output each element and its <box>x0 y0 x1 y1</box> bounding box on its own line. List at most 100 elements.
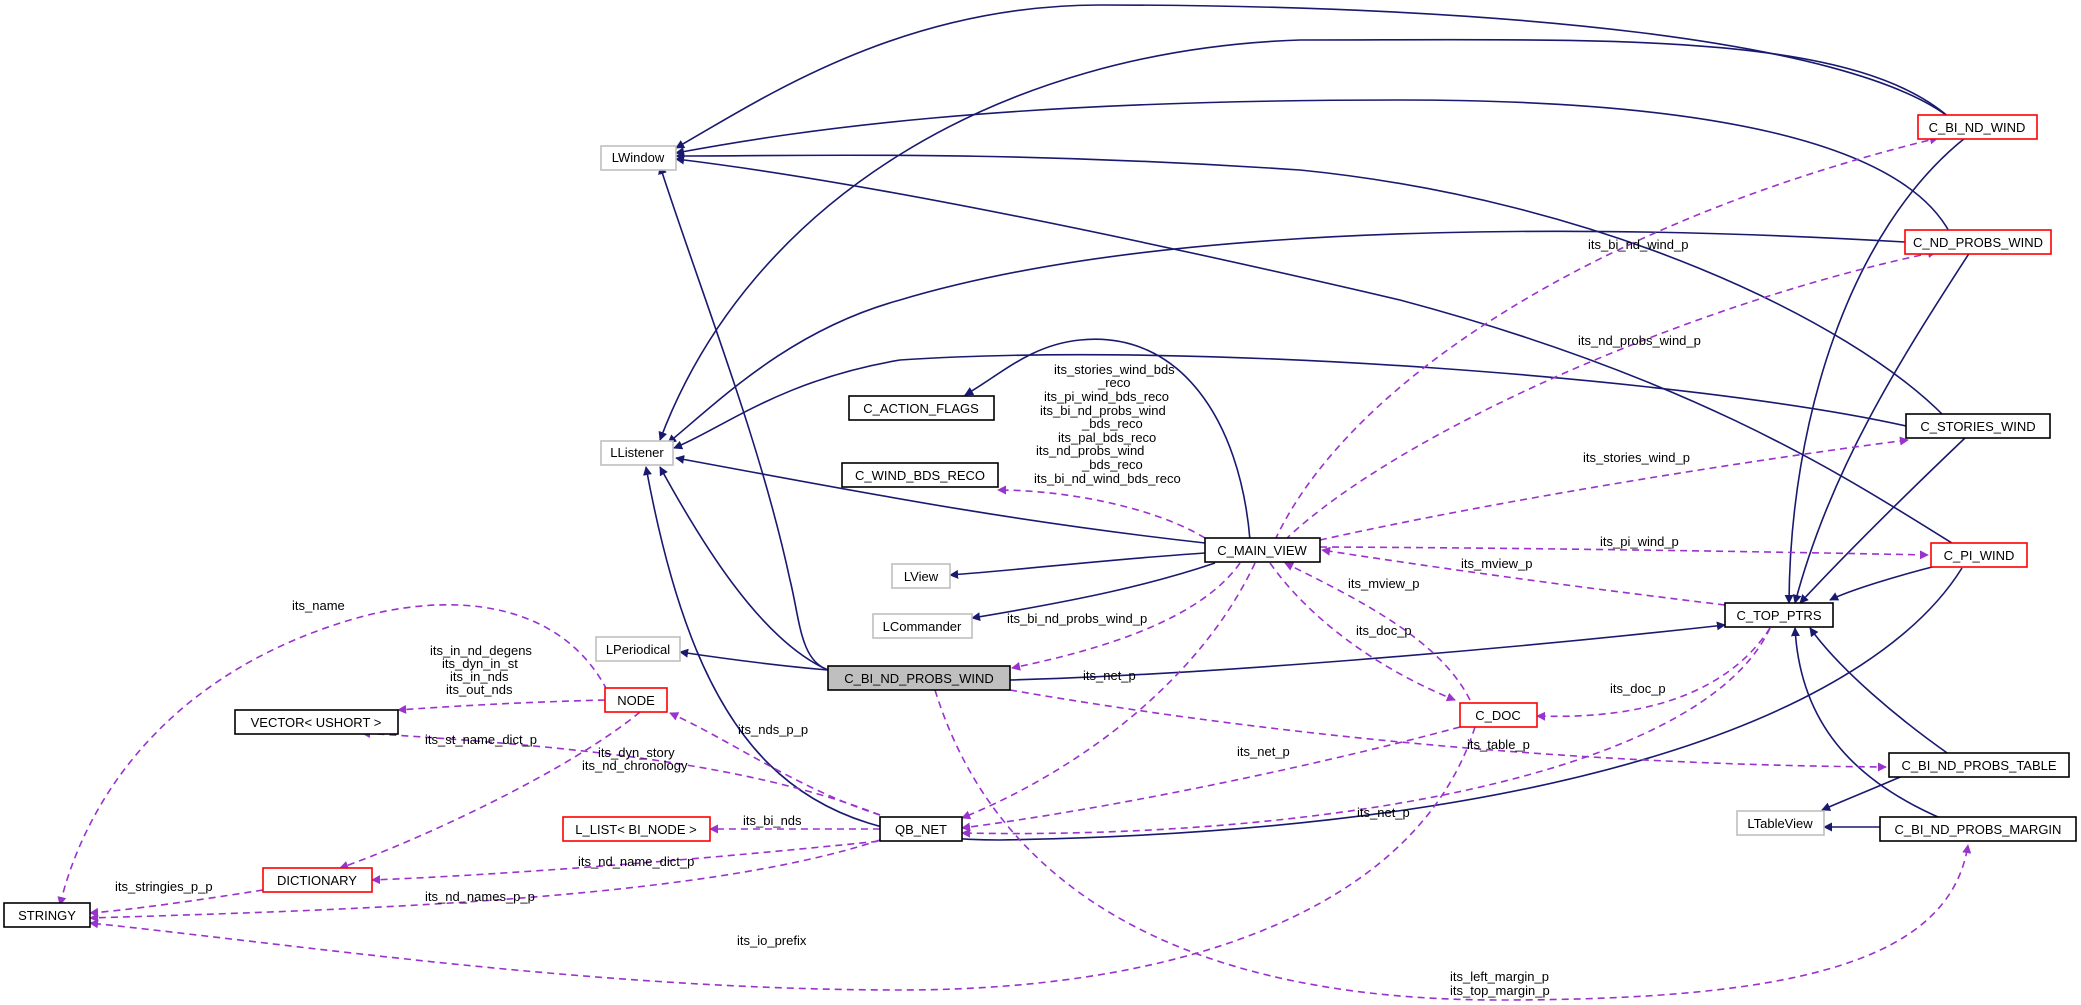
node-label: LTableView <box>1747 816 1813 831</box>
label-node-fields-0: its_in_nd_degens <box>430 643 532 658</box>
node-label: LListener <box>610 445 664 460</box>
node-qb-net[interactable]: QB_NET <box>879 816 963 842</box>
label-dyn-story-0: its_dyn_story <box>598 745 675 760</box>
edge-margin-to-toptrs <box>1790 627 1946 821</box>
label-nd-probs-wind-p: its_nd_probs_wind_p <box>1578 333 1701 348</box>
node-llistener[interactable]: LListener <box>600 440 674 466</box>
node-label: QB_NET <box>895 822 947 837</box>
node-c-pi-wind[interactable]: C_PI_WIND <box>1930 542 2028 568</box>
node-c-nd-probs-wind[interactable]: C_ND_PROBS_WIND <box>1904 229 2052 255</box>
label-pi-wind-p: its_pi_wind_p <box>1600 534 1679 549</box>
label-io-prefix: its_io_prefix <box>737 933 807 948</box>
node-label: C_TOP_PTRS <box>1736 608 1821 623</box>
node-c-doc[interactable]: C_DOC <box>1459 702 1538 728</box>
node-c-bi-nd-probs-table[interactable]: C_BI_ND_PROBS_TABLE <box>1888 752 2070 778</box>
edge-cdoc-to-stringy <box>89 726 1476 991</box>
label-nd-name-dict: its_nd_name_dict_p <box>578 854 694 869</box>
node-label: C_MAIN_VIEW <box>1217 543 1307 558</box>
edge-mainview-to-actionflags <box>964 338 1251 541</box>
node-stringy[interactable]: STRINGY <box>3 902 91 928</box>
node-label: STRINGY <box>18 908 76 923</box>
edge-ndprobs-to-toptrs <box>1792 251 1971 604</box>
node-c-action-flags[interactable]: C_ACTION_FLAGS <box>848 395 995 421</box>
label-bi-nds: its_bi_nds <box>743 813 802 828</box>
label-margin-1: its_top_margin_p <box>1450 983 1550 998</box>
node-label: NODE <box>617 693 655 708</box>
label-node-fields-1: its_dyn_in_st <box>442 656 518 671</box>
edge-cdoc-to-qbnet <box>961 726 1461 832</box>
label-reco-3: its_bi_nd_probs_wind <box>1040 403 1166 418</box>
edge-stories-to-lwindow <box>675 151 1946 418</box>
label-stringies: its_stringies_p_p <box>115 879 213 894</box>
edge-focus-to-table <box>1009 689 1887 772</box>
label-its-name: its_name <box>292 598 345 613</box>
label-bi-nd-probs-wind-p: its_bi_nd_probs_wind_p <box>1007 611 1147 626</box>
node-lperiodical[interactable]: LPeriodical <box>595 636 681 662</box>
edge-bindwind-to-lwindow <box>675 4 1951 149</box>
label-nds-p-p: its_nds_p_p <box>738 722 808 737</box>
edge-mainview-to-focus <box>1011 562 1241 671</box>
edge-stories-to-toptrs <box>1799 437 1966 604</box>
node-c-bi-nd-probs-wind[interactable]: C_BI_ND_PROBS_WIND <box>827 665 1011 691</box>
edge-mainview-to-windbdsreco <box>997 485 1206 539</box>
edge-stories-to-llistener <box>673 353 1907 450</box>
label-nd-names: its_nd_names_p_p <box>425 889 535 904</box>
node-c-stories-wind[interactable]: C_STORIES_WIND <box>1905 413 2051 439</box>
node-c-top-ptrs[interactable]: C_TOP_PTRS <box>1724 602 1834 628</box>
node-label: C_BI_ND_WIND <box>1929 120 2026 135</box>
node-label: C_WIND_BDS_RECO <box>855 468 985 483</box>
node-ltableview[interactable]: LTableView <box>1736 810 1825 836</box>
node-label: LWindow <box>612 150 665 165</box>
node-lwindow[interactable]: LWindow <box>600 145 677 171</box>
node-label: C_PI_WIND <box>1944 548 2015 563</box>
node-c-bi-nd-wind[interactable]: C_BI_ND_WIND <box>1917 114 2038 140</box>
usage-edges <box>57 135 1972 1001</box>
label-reco-7: _bds_reco <box>1081 457 1143 472</box>
node-label: C_ACTION_FLAGS <box>863 401 979 416</box>
node-l-list-bi-node[interactable]: L_LIST< BI_NODE > <box>562 816 711 842</box>
label-doc-p-main: its_doc_p <box>1356 623 1412 638</box>
edge-mainview-to-llistener <box>675 455 1206 544</box>
edge-mainview-to-ndprobs <box>1284 249 1937 541</box>
node-dictionary[interactable]: DICTIONARY <box>262 867 373 893</box>
node-c-wind-bds-reco[interactable]: C_WIND_BDS_RECO <box>841 462 999 488</box>
node-label: C_BI_ND_PROBS_MARGIN <box>1895 822 2062 837</box>
edge-toptrs-to-cdoc <box>1536 627 1771 721</box>
edge-qbnet-to-stringy <box>89 839 881 923</box>
node-label: LView <box>904 569 939 584</box>
node-label: L_LIST< BI_NODE > <box>575 822 696 837</box>
edge-dictionary-to-stringy <box>89 889 264 917</box>
label-table-p: its_table_p <box>1467 737 1530 752</box>
node-label: C_DOC <box>1475 708 1521 723</box>
node-lcommander[interactable]: LCommander <box>872 613 973 639</box>
node-vector-ushort[interactable]: VECTOR< USHORT > <box>234 709 399 735</box>
node-lview[interactable]: LView <box>891 563 951 589</box>
edge-piwind-to-lwindow <box>675 155 1953 544</box>
label-net-p-top: its_net_p <box>1357 805 1410 820</box>
node-c-bi-nd-probs-margin[interactable]: C_BI_ND_PROBS_MARGIN <box>1879 816 2077 842</box>
label-reco-2: its_pi_wind_bds_reco <box>1044 389 1169 404</box>
edge-focus-to-lperiodical <box>679 648 829 671</box>
label-doc-p-top: its_doc_p <box>1610 681 1666 696</box>
label-margin-0: its_left_margin_p <box>1450 969 1549 984</box>
label-reco-4: _bds_reco <box>1081 416 1143 431</box>
edge-table-to-toptrs <box>1809 627 1951 756</box>
node-c-main-view[interactable]: C_MAIN_VIEW <box>1204 537 1321 563</box>
node-label: C_BI_ND_PROBS_TABLE <box>1901 758 2056 773</box>
label-dyn-story-1: its_nd_chronology <box>582 758 688 773</box>
label-reco-8: its_bi_nd_wind_bds_reco <box>1034 471 1181 486</box>
edge-cdoc-to-mainview <box>1284 562 1471 701</box>
node-label: LCommander <box>883 619 962 634</box>
edge-qbnet-to-dictionary <box>371 839 891 885</box>
label-reco-6: its_nd_probs_wind <box>1036 443 1144 458</box>
label-net-p-doc: its_net_p <box>1237 744 1290 759</box>
edge-mainview-to-cdoc <box>1269 562 1456 702</box>
label-mview-p-doc: its_mview_p <box>1348 576 1420 591</box>
edge-focus-to-lwindow <box>658 165 829 671</box>
edge-mainview-to-lcommander <box>971 562 1216 622</box>
edge-focus-to-llistener <box>659 466 829 671</box>
edge-node-to-vector <box>397 699 606 714</box>
node-label: VECTOR< USHORT > <box>251 715 382 730</box>
node-node[interactable]: NODE <box>604 687 668 713</box>
